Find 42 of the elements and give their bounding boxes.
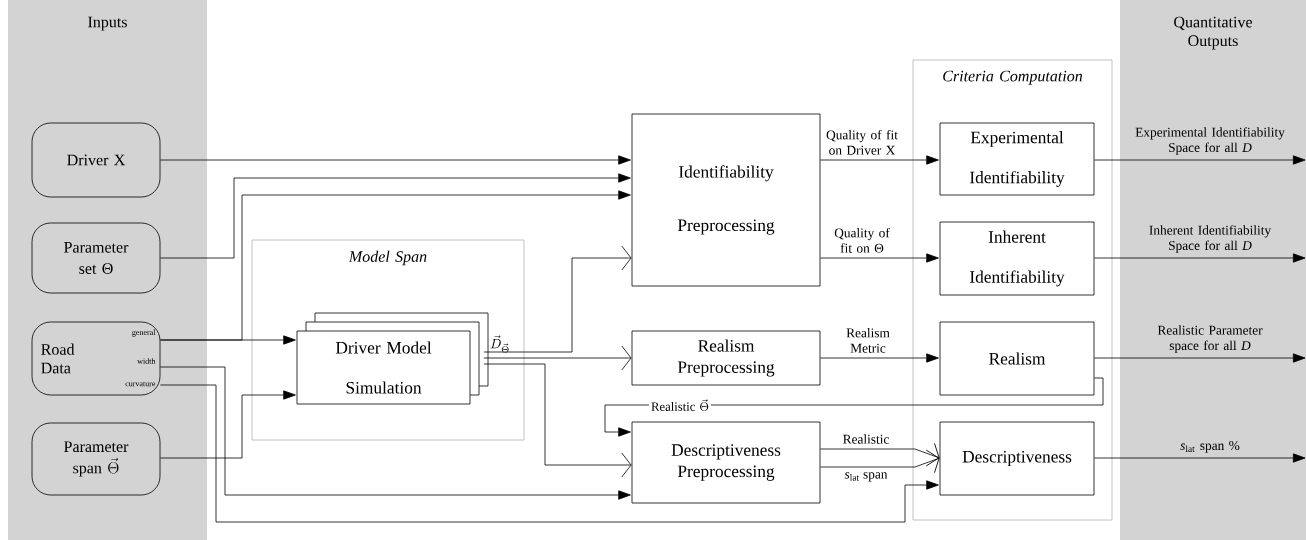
edge-label: Realism Metric [846, 328, 890, 353]
arrow [483, 345, 632, 371]
edge-label: Quality of fit on Θ [834, 227, 890, 253]
edge-label: Realistic Parameter space for all D [1157, 325, 1263, 353]
arrow [1094, 253, 1306, 263]
arrow [820, 155, 939, 165]
edge-label: Inherent Identifiability Space for all D [1149, 225, 1272, 253]
process-box: Realism [939, 321, 1095, 396]
arrow [160, 335, 296, 345]
arrow [483, 363, 632, 478]
arrow [820, 253, 939, 263]
edge-label: Realistic [843, 434, 889, 444]
edge-label: $\mathrm{Realistic}\ \vec{\Theta}$ [649, 397, 711, 413]
process-box: Experimental Identifiability [939, 122, 1095, 196]
arrow [820, 449, 940, 474]
arrow [160, 366, 631, 500]
arrow [160, 384, 939, 523]
arrow [820, 353, 939, 363]
edge-label: Experimental Identifiability Space for all D [1135, 127, 1285, 155]
edge-label: $\vec{D}_{\vec{\Theta}}$ [490, 335, 509, 353]
process-box: Descriptiveness [939, 421, 1095, 496]
arrow [1094, 353, 1306, 363]
process-box: Realism Preprocessing [631, 330, 821, 386]
process-box: Inherent Identifiability [939, 221, 1095, 296]
arrow [820, 442, 940, 467]
stacked-process-box: Driver Model Simulation [296, 312, 489, 405]
process-box: Descriptiveness Preprocessing [631, 421, 821, 504]
arrow [1094, 453, 1306, 463]
edge-label: s$_{lat}$ span [844, 472, 888, 482]
arrow [160, 173, 631, 259]
arrow [160, 155, 631, 165]
arrow [483, 245, 632, 353]
process-box: Identifiability Preprocessing [631, 113, 821, 287]
edge-label: s$_{lat}$ span % [1180, 441, 1240, 453]
input-box: Parameter span $\vec{\Theta}$ [31, 422, 161, 496]
arrow [604, 377, 1104, 437]
arrow [1094, 155, 1306, 165]
input-box: Driver X [31, 122, 161, 198]
input-box: Parameter set Θ [31, 222, 161, 294]
input-box: Road Data general width curvature [31, 321, 161, 396]
edge-label: Quality of fit on Driver X [826, 129, 898, 155]
arrow [160, 390, 296, 459]
